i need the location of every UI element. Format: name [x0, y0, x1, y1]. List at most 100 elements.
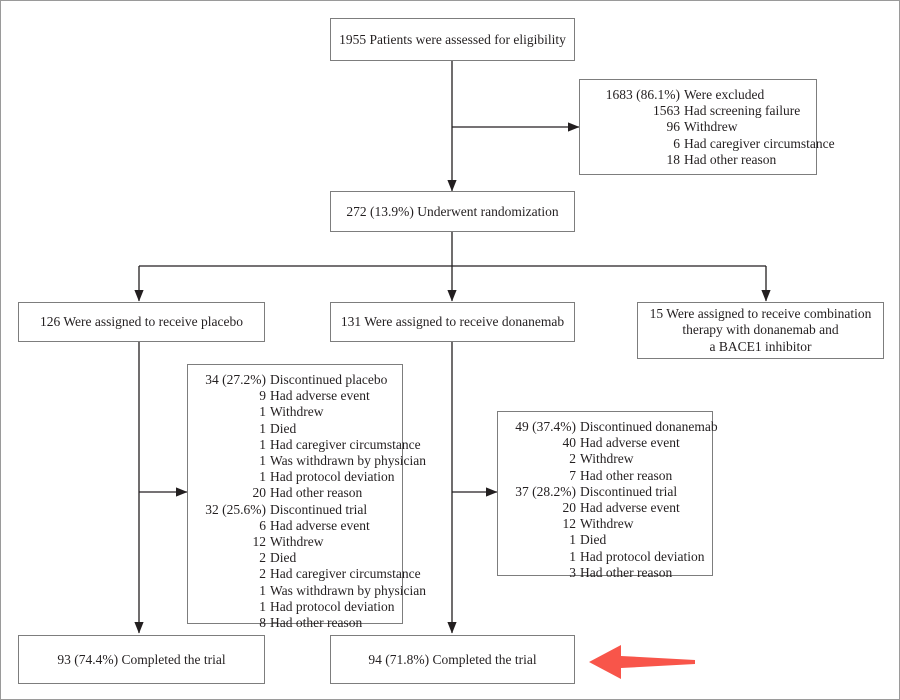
- disc-donanemab-num: 1: [569, 548, 576, 564]
- disc-placebo-label: Had protocol deviation: [270, 469, 395, 485]
- disc-donanemab-label: Had adverse event: [580, 500, 680, 516]
- node-arm-donanemab: 131 Were assigned to receive donanemab: [330, 302, 575, 342]
- disc-placebo-num: 1: [259, 453, 266, 469]
- node-assessed-for-eligibility: 1955 Patients were assessed for eligibil…: [330, 18, 575, 61]
- excluded-row-num: 6: [673, 135, 680, 151]
- disc-donanemab-num: 37 (28.2%): [515, 483, 576, 499]
- excluded-row-label: Had screening failure: [684, 103, 801, 119]
- disc-placebo-row: 34 (27.2%) Discontinued placebo: [194, 372, 394, 388]
- disc-placebo-label: Had other reason: [270, 485, 363, 501]
- arm-donanemab-label: 131 Were assigned to receive donanemab: [340, 314, 565, 330]
- disc-placebo-label: Had protocol deviation: [270, 598, 395, 614]
- disc-placebo-label: Was withdrawn by physician: [270, 453, 427, 469]
- disc-placebo-label: Died: [270, 420, 297, 436]
- disc-donanemab-num: 3: [569, 564, 576, 580]
- disc-donanemab-num: 7: [569, 467, 576, 483]
- disc-placebo-num: 20: [252, 485, 267, 501]
- disc-donanemab-row: 37 (28.2%)Discontinued trial: [504, 484, 704, 500]
- disc-placebo-label: Was withdrawn by physician: [270, 582, 427, 598]
- node-arm-combination: 15 Were assigned to receive combination …: [637, 302, 884, 359]
- disc-placebo-num: 1: [259, 469, 266, 485]
- arm-placebo-label: 126 Were assigned to receive placebo: [40, 314, 243, 330]
- disc-placebo-label: Had adverse event: [270, 517, 370, 533]
- disc-donanemab-num: 49 (37.4%): [515, 419, 576, 434]
- disc-placebo-num: 2: [259, 550, 266, 566]
- disc-donanemab-num: 12: [562, 516, 577, 532]
- disc-placebo-num: 8: [259, 615, 266, 631]
- node-completed-donanemab: 94 (71.8%) Completed the trial: [330, 635, 575, 684]
- disc-placebo-label: Discontinued trial: [270, 501, 368, 517]
- disc-placebo-num: 1: [259, 420, 266, 436]
- excluded-row-num: 18: [666, 151, 681, 167]
- excluded-row-num: 96: [666, 119, 681, 135]
- disc-donanemab-label: Discontinued trial: [580, 483, 678, 499]
- disc-placebo-label: Had caregiver circumstance: [270, 436, 421, 452]
- disc-placebo-num: 9: [259, 388, 266, 404]
- excluded-row-num: 1683 (86.1%): [605, 87, 680, 102]
- disc-placebo-row: 32 (25.6%)Discontinued trial: [194, 502, 394, 518]
- disc-placebo-num: 2: [259, 566, 266, 582]
- disc-donanemab-label: Had adverse event: [580, 435, 680, 451]
- disc-donanemab-label: Withdrew: [580, 516, 634, 532]
- disc-placebo-num: 12: [252, 534, 267, 550]
- excluded-row-label: Had caregiver circumstance: [684, 135, 835, 151]
- excluded-row: 1683 (86.1%) Were excluded: [586, 87, 808, 103]
- excluded-row: 6 Had caregiver circumstance: [586, 135, 834, 152]
- disc-placebo-num: 34 (27.2%): [205, 372, 266, 387]
- node-underwent-randomization: 272 (13.9%) Underwent randomization: [330, 191, 575, 232]
- disc-placebo-label: Withdrew: [270, 404, 324, 420]
- disc-placebo-num: 1: [259, 436, 266, 452]
- node-completed-placebo: 93 (74.4%) Completed the trial: [18, 635, 265, 684]
- disc-donanemab-label: Had other reason: [580, 564, 673, 580]
- disc-donanemab-label: Discontinued donanemab: [580, 419, 718, 434]
- red-pointer-arrow: [589, 645, 695, 679]
- node-excluded: 1683 (86.1%) Were excluded 1563 Had scre…: [579, 79, 835, 175]
- excluded-row-label: Withdrew: [684, 119, 738, 135]
- excluded-row-label: Had other reason: [684, 151, 777, 167]
- disc-placebo-label: Had caregiver circumstance: [270, 566, 421, 582]
- randomized-label: 272 (13.9%) Underwent randomization: [346, 203, 559, 219]
- excluded-row-label: Were excluded: [684, 87, 765, 102]
- disc-placebo-num: 1: [259, 404, 266, 420]
- disc-placebo-label: Had other reason: [270, 615, 363, 631]
- disc-placebo-num: 1: [259, 582, 266, 598]
- excluded-row: 1563 Had screening failure: [586, 103, 808, 119]
- arm-combination-line1: 15 Were assigned to receive combination: [649, 305, 872, 321]
- disc-placebo-label: Discontinued placebo: [270, 372, 388, 387]
- excluded-row: 18 Had other reason: [586, 152, 808, 168]
- disc-placebo-num: 6: [259, 517, 266, 533]
- disc-donanemab-num: 1: [569, 532, 576, 548]
- completed-donanemab-label: 94 (71.8%) Completed the trial: [368, 651, 537, 667]
- disc-placebo-num: 1: [259, 598, 266, 614]
- disc-donanemab-label: Had protocol deviation: [580, 548, 705, 564]
- assessed-label: 1955 Patients were assessed for eligibil…: [339, 31, 566, 47]
- disc-donanemab-num: 40: [562, 435, 577, 451]
- arm-combination-line3: a BACE1 inhibitor: [709, 338, 812, 354]
- node-arm-placebo: 126 Were assigned to receive placebo: [18, 302, 265, 342]
- excluded-row: 96 Withdrew: [586, 119, 808, 135]
- disc-donanemab-num: 20: [562, 500, 577, 516]
